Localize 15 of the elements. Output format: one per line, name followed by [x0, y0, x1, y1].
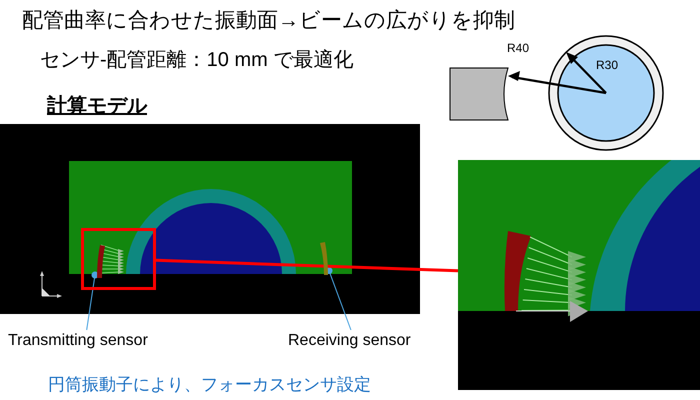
leader-line — [86, 272, 98, 330]
receiving-sensor — [320, 242, 329, 275]
title: 配管曲率に合わせた振動面→ビームの広がりを抑制 — [22, 8, 515, 34]
sensor-label: Transmitting sensor — [8, 330, 162, 352]
connector-line — [156, 258, 458, 272]
zoomed-view-drawing — [458, 160, 700, 390]
section-heading: 計算モデル — [47, 94, 147, 119]
dimension-label: R40 — [507, 41, 530, 55]
note: 円筒振動子により、フォーカスセンサ設定 — [48, 374, 371, 396]
subtitle: センサ-配管距離：10 mm で最適化 — [40, 48, 354, 73]
leader-line — [326, 267, 352, 330]
zoom-frame — [81, 228, 156, 290]
sensor-label: Receiving sensor — [288, 330, 422, 352]
dimension-label: R30 — [596, 58, 618, 72]
transmitting-sensor — [96, 245, 105, 278]
